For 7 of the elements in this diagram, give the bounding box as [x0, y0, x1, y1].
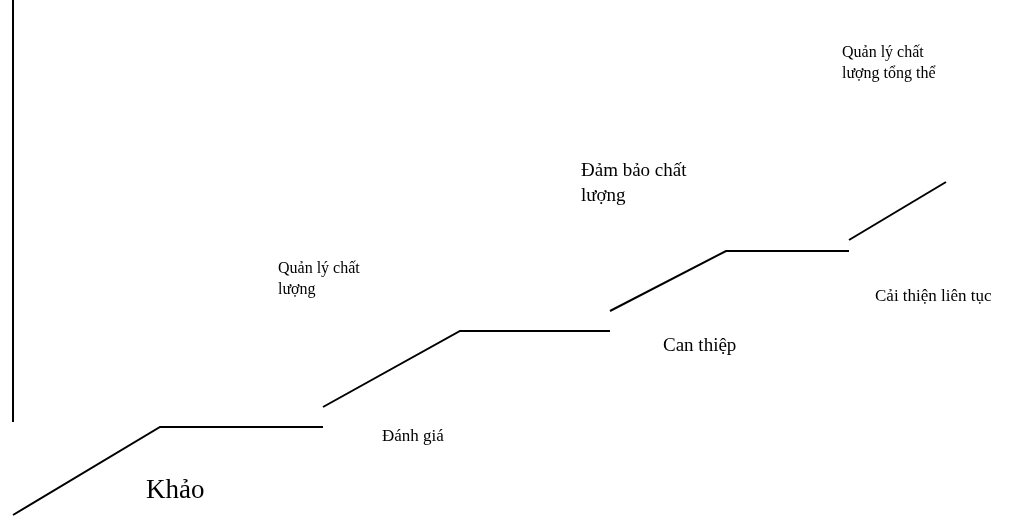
stage-label: Cải thiện liên tục	[875, 285, 993, 307]
stage-label: Quản lý chất lượng tổng thể	[842, 42, 937, 84]
stage-label: Can thiệp	[663, 333, 738, 357]
stage-label: Đảm bảo chất lượng	[581, 158, 688, 207]
stage-label: Quản lý chất lượng	[278, 258, 361, 300]
stage-label: Đánh giá	[382, 425, 445, 447]
stage-label: Khảo	[146, 473, 206, 506]
